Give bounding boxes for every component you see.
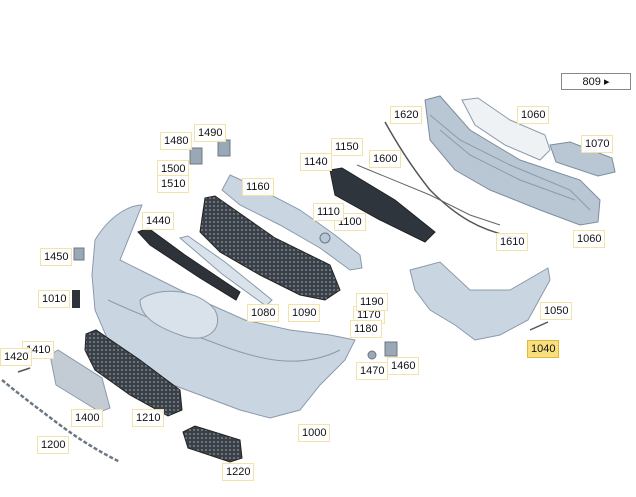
callout-1420[interactable]: 1420 <box>0 348 33 366</box>
part-1420-shape <box>17 367 31 373</box>
callout-1460[interactable]: 1460 <box>387 357 420 375</box>
part-1470-shape <box>367 350 377 360</box>
part-1050-shape <box>529 321 549 331</box>
part-1010-shape <box>72 290 80 308</box>
callout-1160[interactable]: 1160 <box>242 178 274 196</box>
callout-1200[interactable]: 1200 <box>37 436 70 454</box>
callout-1040[interactable]: 1040 <box>527 340 560 358</box>
callout-1150[interactable]: 1150 <box>331 138 363 156</box>
impact-strip-1140 <box>329 167 436 243</box>
callout-1620[interactable]: 1620 <box>390 106 423 124</box>
callout-1450[interactable]: 1450 <box>40 248 73 266</box>
callout-1220[interactable]: 1220 <box>222 463 255 481</box>
part-1480-shape <box>189 147 203 165</box>
callout-1060-bottom[interactable]: 1060 <box>573 230 606 248</box>
panel-1400 <box>49 349 111 413</box>
lower-grille-1210 <box>84 329 183 417</box>
callout-1050[interactable]: 1050 <box>540 302 573 320</box>
page-reference-button[interactable]: 809 ▸ <box>561 73 631 90</box>
part-1490-shape <box>217 139 231 157</box>
callout-1090[interactable]: 1090 <box>288 304 321 322</box>
callout-1400[interactable]: 1400 <box>71 409 104 427</box>
callout-1180[interactable]: 1180 <box>350 320 382 338</box>
callout-1060-top[interactable]: 1060 <box>517 106 550 124</box>
arrow-right-icon: ▸ <box>603 76 610 88</box>
callout-1190[interactable]: 1190 <box>356 293 388 311</box>
callout-1010[interactable]: 1010 <box>38 290 71 308</box>
trim-1080 <box>178 235 273 307</box>
callout-1080[interactable]: 1080 <box>247 304 280 322</box>
lower-panel-1040 <box>409 261 551 341</box>
callout-1600[interactable]: 1600 <box>369 150 402 168</box>
callout-1210[interactable]: 1210 <box>132 409 165 427</box>
callout-1490[interactable]: 1490 <box>194 124 227 142</box>
callout-1070[interactable]: 1070 <box>581 135 614 153</box>
energy-absorber <box>461 97 551 161</box>
callout-1140[interactable]: 1140 <box>300 153 332 171</box>
bumper-carrier <box>424 95 601 226</box>
part-1460-shape <box>384 341 398 357</box>
callout-1480[interactable]: 1480 <box>160 132 193 150</box>
callout-1510[interactable]: 1510 <box>157 175 190 193</box>
grille-upper-1160 <box>221 174 363 271</box>
callout-1500[interactable]: 1500 <box>157 160 190 178</box>
callout-1610[interactable]: 1610 <box>496 233 529 251</box>
callout-1110[interactable]: 1110 <box>313 203 344 221</box>
part-1450-shape <box>73 247 85 261</box>
wire-harness <box>356 121 521 239</box>
callout-1470[interactable]: 1470 <box>356 362 389 380</box>
part-1110-shape <box>319 232 331 244</box>
callout-1440[interactable]: 1440 <box>142 212 175 230</box>
cover-1220 <box>182 425 243 463</box>
strip-1440 <box>137 227 241 301</box>
radiator-grille-1090 <box>199 195 341 301</box>
callout-1000[interactable]: 1000 <box>298 424 331 442</box>
page-reference-label: 809 <box>582 76 601 88</box>
front-bumper-cover <box>91 204 356 419</box>
strip-1200 <box>1 379 121 464</box>
bracket-1070 <box>549 141 616 177</box>
